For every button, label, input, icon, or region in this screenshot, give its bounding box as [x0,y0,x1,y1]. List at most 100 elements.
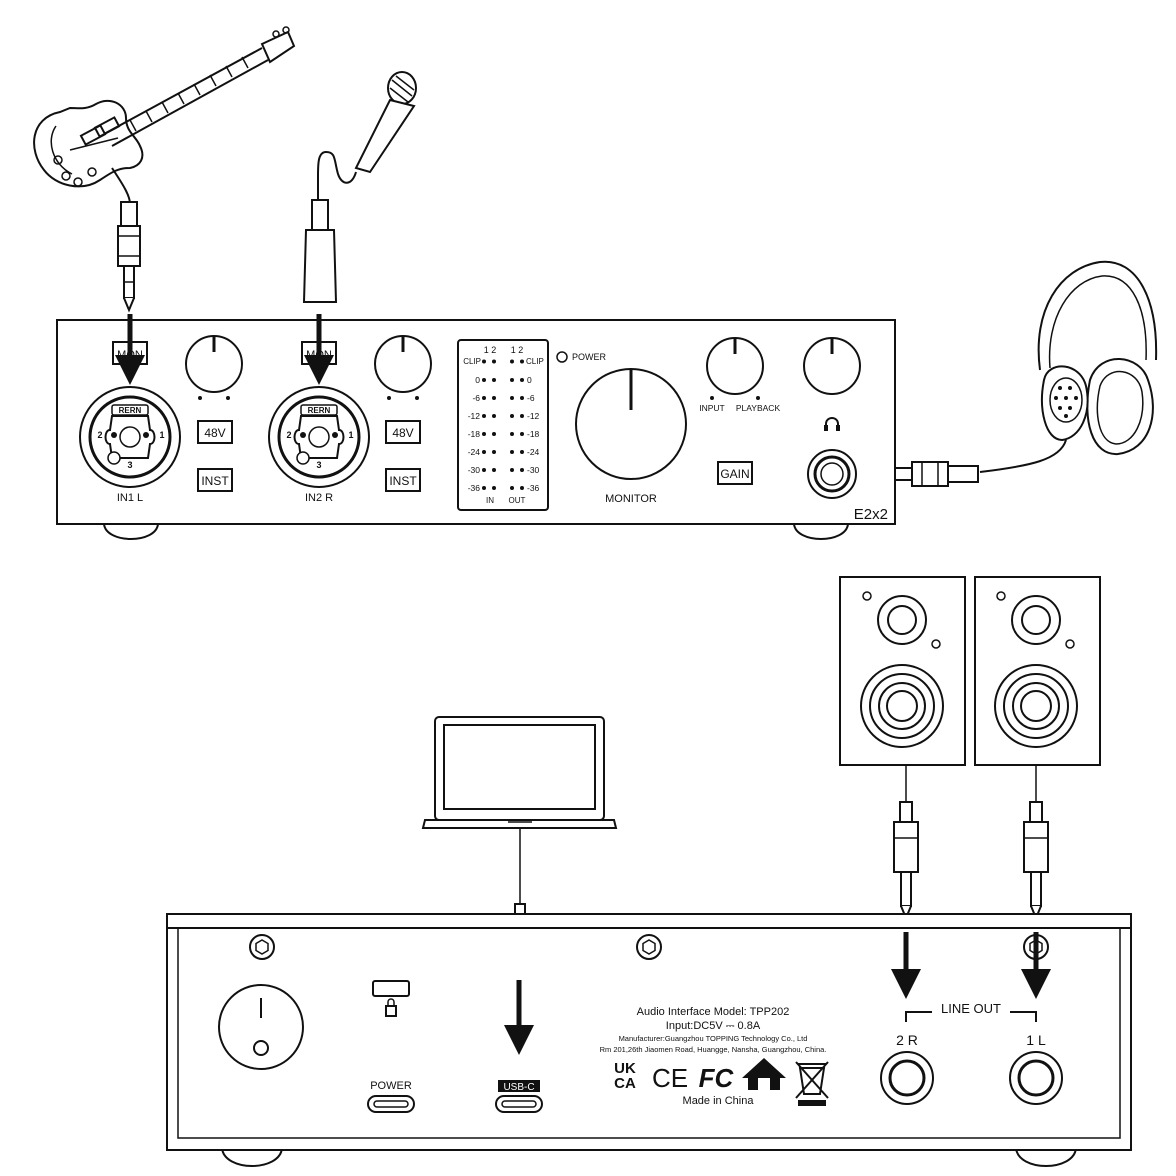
meter-level-label-right: -18 [527,429,540,439]
rear-power-label: POWER [370,1080,412,1092]
meter-led [482,450,486,454]
meter-led [510,486,514,490]
meter-level-label-left: 0 [475,375,480,385]
meter-level-label-left: -12 [468,411,481,421]
meter-led [492,359,496,364]
line-out-1l-jack[interactable] [1009,1051,1063,1105]
inst-button-2[interactable] [385,468,421,492]
info-line-3: Manufacturer:Guangzhou TOPPING Technolog… [619,1034,808,1043]
meter-led [482,396,486,400]
meter-led [510,378,514,382]
meter-led [520,468,524,472]
in1-label: IN1 L [117,492,143,504]
info-line-2: Input:DC5V ⎓ 0.8A [666,1020,761,1032]
pin-2-label-2: 2 [286,430,291,440]
monitor-knob[interactable] [575,368,687,480]
power-usb-c-port[interactable] [367,1095,415,1113]
made-in-label: Made in China [683,1095,755,1107]
meter-led [520,396,524,400]
meter-in-channel-header: 1 2 [484,345,497,355]
speaker-left-icon [974,576,1101,802]
electric-guitar-icon [33,26,296,205]
playback-label: PLAYBACK [736,403,781,413]
rear-panel: POWER USB-C Audio Interface Model: TPP20… [166,913,1132,1167]
meter-level-label-right: -30 [527,465,540,475]
meter-level-label-right: -36 [527,483,540,493]
meter-clip-label-right: CLIP [526,357,544,366]
meter-led [482,359,486,364]
meter-led [492,450,496,454]
headphones-icon [979,260,1158,473]
line-out-2r-jack[interactable] [880,1051,934,1105]
meter-level-label-right: -24 [527,447,540,457]
meter-led [510,468,514,472]
meter-led [492,486,496,490]
meter-led [492,378,496,382]
meter-led [510,396,514,400]
pin-3-label-2: 3 [316,460,321,470]
pin-2-label-1: 2 [97,430,102,440]
weee-bin-icon [795,1061,829,1106]
speaker-right-jack-plug [893,801,919,921]
home-icon [742,1058,786,1090]
kensington-lock-icon [372,980,410,1017]
meter-led [520,486,524,490]
inst-button-1[interactable] [197,468,233,492]
phantom-48v-button-1[interactable] [197,420,233,444]
combo-jack-1[interactable] [79,386,181,488]
combo-jack-2[interactable] [268,386,370,488]
meter-led [520,432,524,436]
meter-level-label-left: -36 [468,483,481,493]
meter-out-label: OUT [509,496,526,505]
info-line-1: Audio Interface Model: TPP202 [637,1006,790,1018]
meter-led [492,468,496,472]
meter-led [520,450,524,454]
meter-level-label-right: 0 [527,375,532,385]
data-usb-c-port[interactable] [495,1095,543,1113]
screw-icon [249,934,275,960]
meter-led [482,468,486,472]
fcc-mark: FC [699,1063,735,1093]
inst-label-2: INST [389,474,417,488]
out-2r-label: 2 R [896,1032,918,1048]
meter-level-label-left: -18 [468,429,481,439]
meter-led [520,414,524,418]
phantom-48v-button-2[interactable] [385,420,421,444]
xlr-plug [302,199,338,303]
meter-led [482,378,486,382]
inst-label-1: INST [201,474,229,488]
input-label: INPUT [699,403,725,413]
headphone-symbol-icon [824,417,840,431]
meter-led [520,378,524,382]
meter-led [492,432,496,436]
meter-level-label-right: -12 [527,411,540,421]
guitar-jack-plug [117,201,141,313]
p48-label-1: 48V [204,426,225,440]
usb-c-label: USB-C [503,1082,534,1093]
line-out-bracket [905,1011,1037,1022]
info-line-4: Rm 201,26th Jiaomen Road, Huangge, Nansh… [600,1045,827,1054]
meter-out-channel-header: 1 2 [511,345,524,355]
gain-button[interactable] [717,461,753,485]
power-led [556,351,568,363]
meter-in-label: IN [486,496,494,505]
ce-mark: CE [652,1063,688,1093]
meter-led [482,486,486,490]
headphone-output-jack[interactable] [807,449,857,499]
meter-led [520,359,524,364]
power-switch-knob[interactable] [218,984,304,1070]
microphone-icon [317,71,417,200]
monitor-label: MONITOR [605,493,657,505]
pin-1-label-2: 1 [348,430,353,440]
meter-led [510,414,514,418]
meter-clip-label-left: CLIP [463,357,481,366]
power-led-label: POWER [572,352,607,362]
ukca-mark-top: UK [614,1060,636,1077]
meter-level-label-left: -30 [468,465,481,475]
meter-led [492,396,496,400]
meter-led [510,359,514,364]
meter-led [482,414,486,418]
laptop-icon [421,716,618,904]
